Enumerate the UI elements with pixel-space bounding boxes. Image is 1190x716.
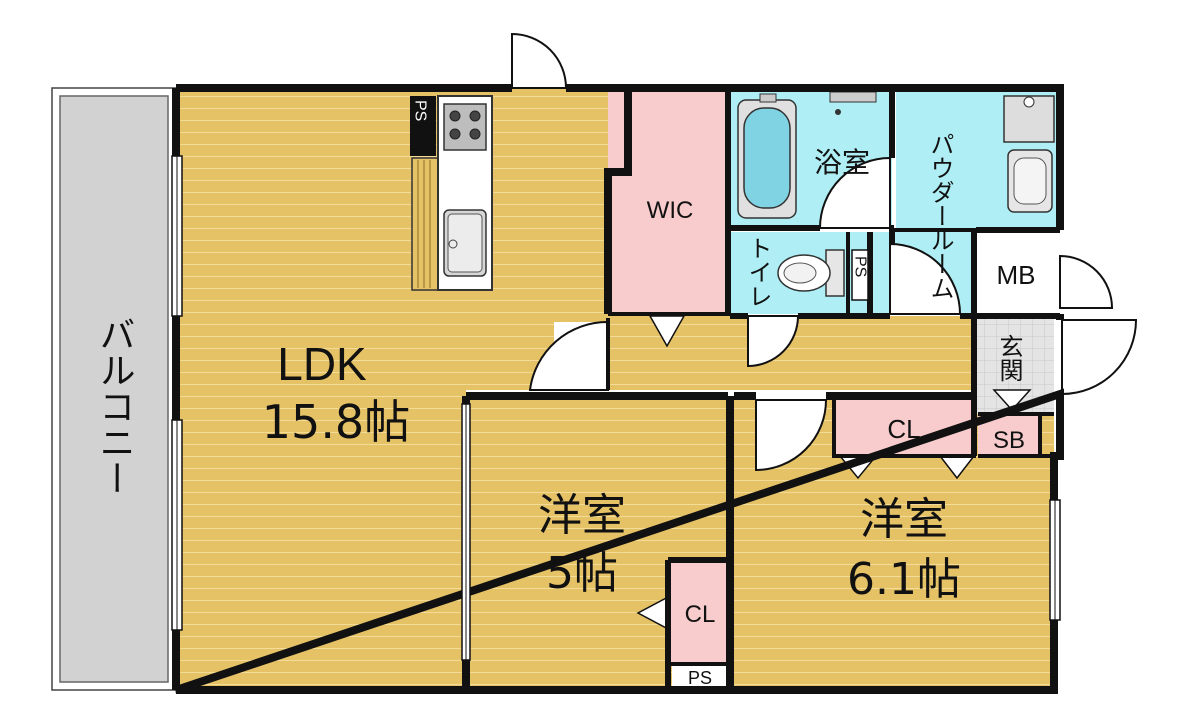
- label-ps-toilet: PS: [852, 256, 869, 277]
- door-swings: [511, 32, 1138, 472]
- label-ps-kitchen: PS: [412, 100, 429, 121]
- label-room5: 洋室: [538, 490, 626, 541]
- label-cl-upper: CL: [887, 414, 920, 444]
- ps-toilet-box: [851, 249, 869, 301]
- walls: [172, 84, 1064, 694]
- windows: [171, 155, 1061, 661]
- label-powder: パウダールーム: [926, 132, 954, 300]
- label-entrance: 玄関: [995, 334, 1023, 382]
- toilet-fixture: [777, 249, 845, 297]
- label-toilet: トイレ: [744, 236, 772, 308]
- label-cl-small: CL: [685, 601, 716, 628]
- label-ldk-size: 15.8帖: [262, 395, 410, 449]
- label-room6: 洋室: [860, 494, 948, 545]
- label-room6-size: 6.1帖: [847, 554, 961, 605]
- label-bath: 浴室: [814, 146, 870, 179]
- kitchen: [410, 95, 493, 291]
- bathtub: [737, 91, 877, 219]
- powder-fixtures: [1003, 95, 1055, 213]
- label-ps-bottom: PS: [688, 668, 712, 688]
- label-ldk: LDK: [277, 338, 367, 390]
- label-balcony: バルコニー: [94, 316, 135, 496]
- balcony: [51, 87, 177, 691]
- label-sb: SB: [993, 427, 1025, 454]
- label-mb: MB: [997, 260, 1036, 290]
- label-wic: WIC: [647, 197, 694, 224]
- label-room5-size: 5帖: [546, 548, 618, 599]
